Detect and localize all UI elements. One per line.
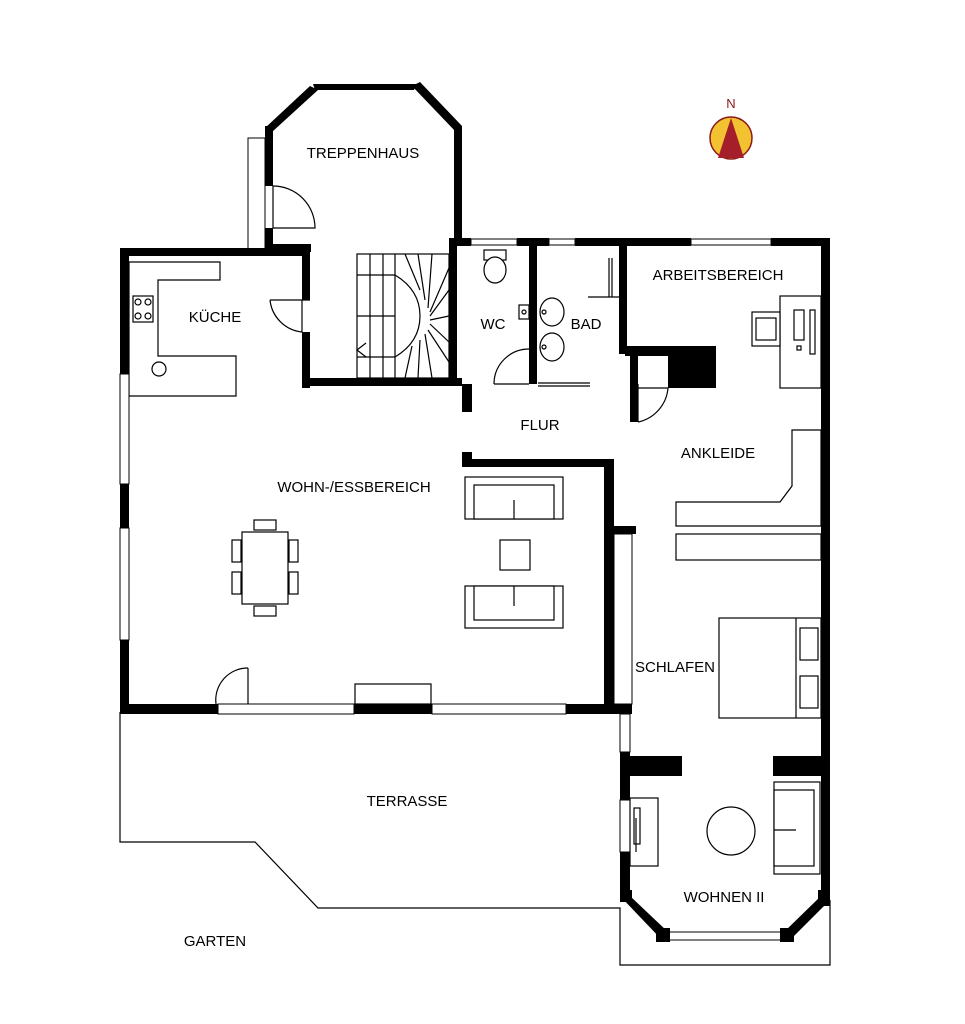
bed [718, 617, 822, 719]
terrace-outline [119, 712, 831, 966]
ankleide-door[interactable] [637, 384, 669, 423]
staircase-door[interactable] [272, 185, 316, 229]
round-table [706, 806, 756, 856]
label-wohnen2: WOHNEN II [684, 889, 765, 906]
north-arrow-icon: N [709, 96, 753, 160]
bedroom-walls [613, 533, 830, 942]
label-ankleide: ANKLEIDE [681, 445, 755, 462]
toilet [483, 249, 507, 284]
sofa-wohnen2 [773, 781, 821, 875]
wc-door[interactable] [493, 348, 530, 385]
terrace-door[interactable] [215, 667, 249, 705]
label-kueche: KÜCHE [189, 308, 242, 326]
staircase [356, 253, 450, 379]
bathroom-fixtures [539, 258, 619, 362]
label-terrasse: TERRASSE [367, 793, 448, 810]
coffee-table [499, 539, 531, 571]
wardrobe [675, 429, 822, 527]
label-garten: GARTEN [184, 933, 246, 950]
label-wohn-ess: WOHN-/ESSBEREICH [277, 479, 430, 496]
label-bad: BAD [571, 316, 602, 333]
wc-sink [518, 304, 530, 320]
label-flur: FLUR [520, 417, 559, 434]
label-treppenhaus: TREPPENHAUS [307, 145, 420, 162]
sofa-bottom [464, 585, 564, 629]
bad-door[interactable] [538, 382, 590, 387]
label-arbeitsbereich: ARBEITSBEREICH [653, 267, 784, 284]
sofa-top [464, 476, 564, 520]
sideboard [354, 683, 432, 705]
compass-label: N [726, 96, 735, 111]
closet-schlafen [675, 533, 822, 561]
label-wc: WC [481, 316, 506, 333]
staircase-tower-walls [247, 82, 462, 388]
kitchen-walls [120, 248, 310, 374]
kitchen-counter [128, 261, 237, 397]
desk-wohnen2 [629, 797, 659, 867]
dining-table [231, 519, 299, 617]
kitchen-door[interactable] [269, 299, 310, 333]
main-walls [119, 238, 830, 906]
office-desk [751, 295, 822, 389]
label-schlafen: SCHLAFEN [635, 659, 715, 676]
